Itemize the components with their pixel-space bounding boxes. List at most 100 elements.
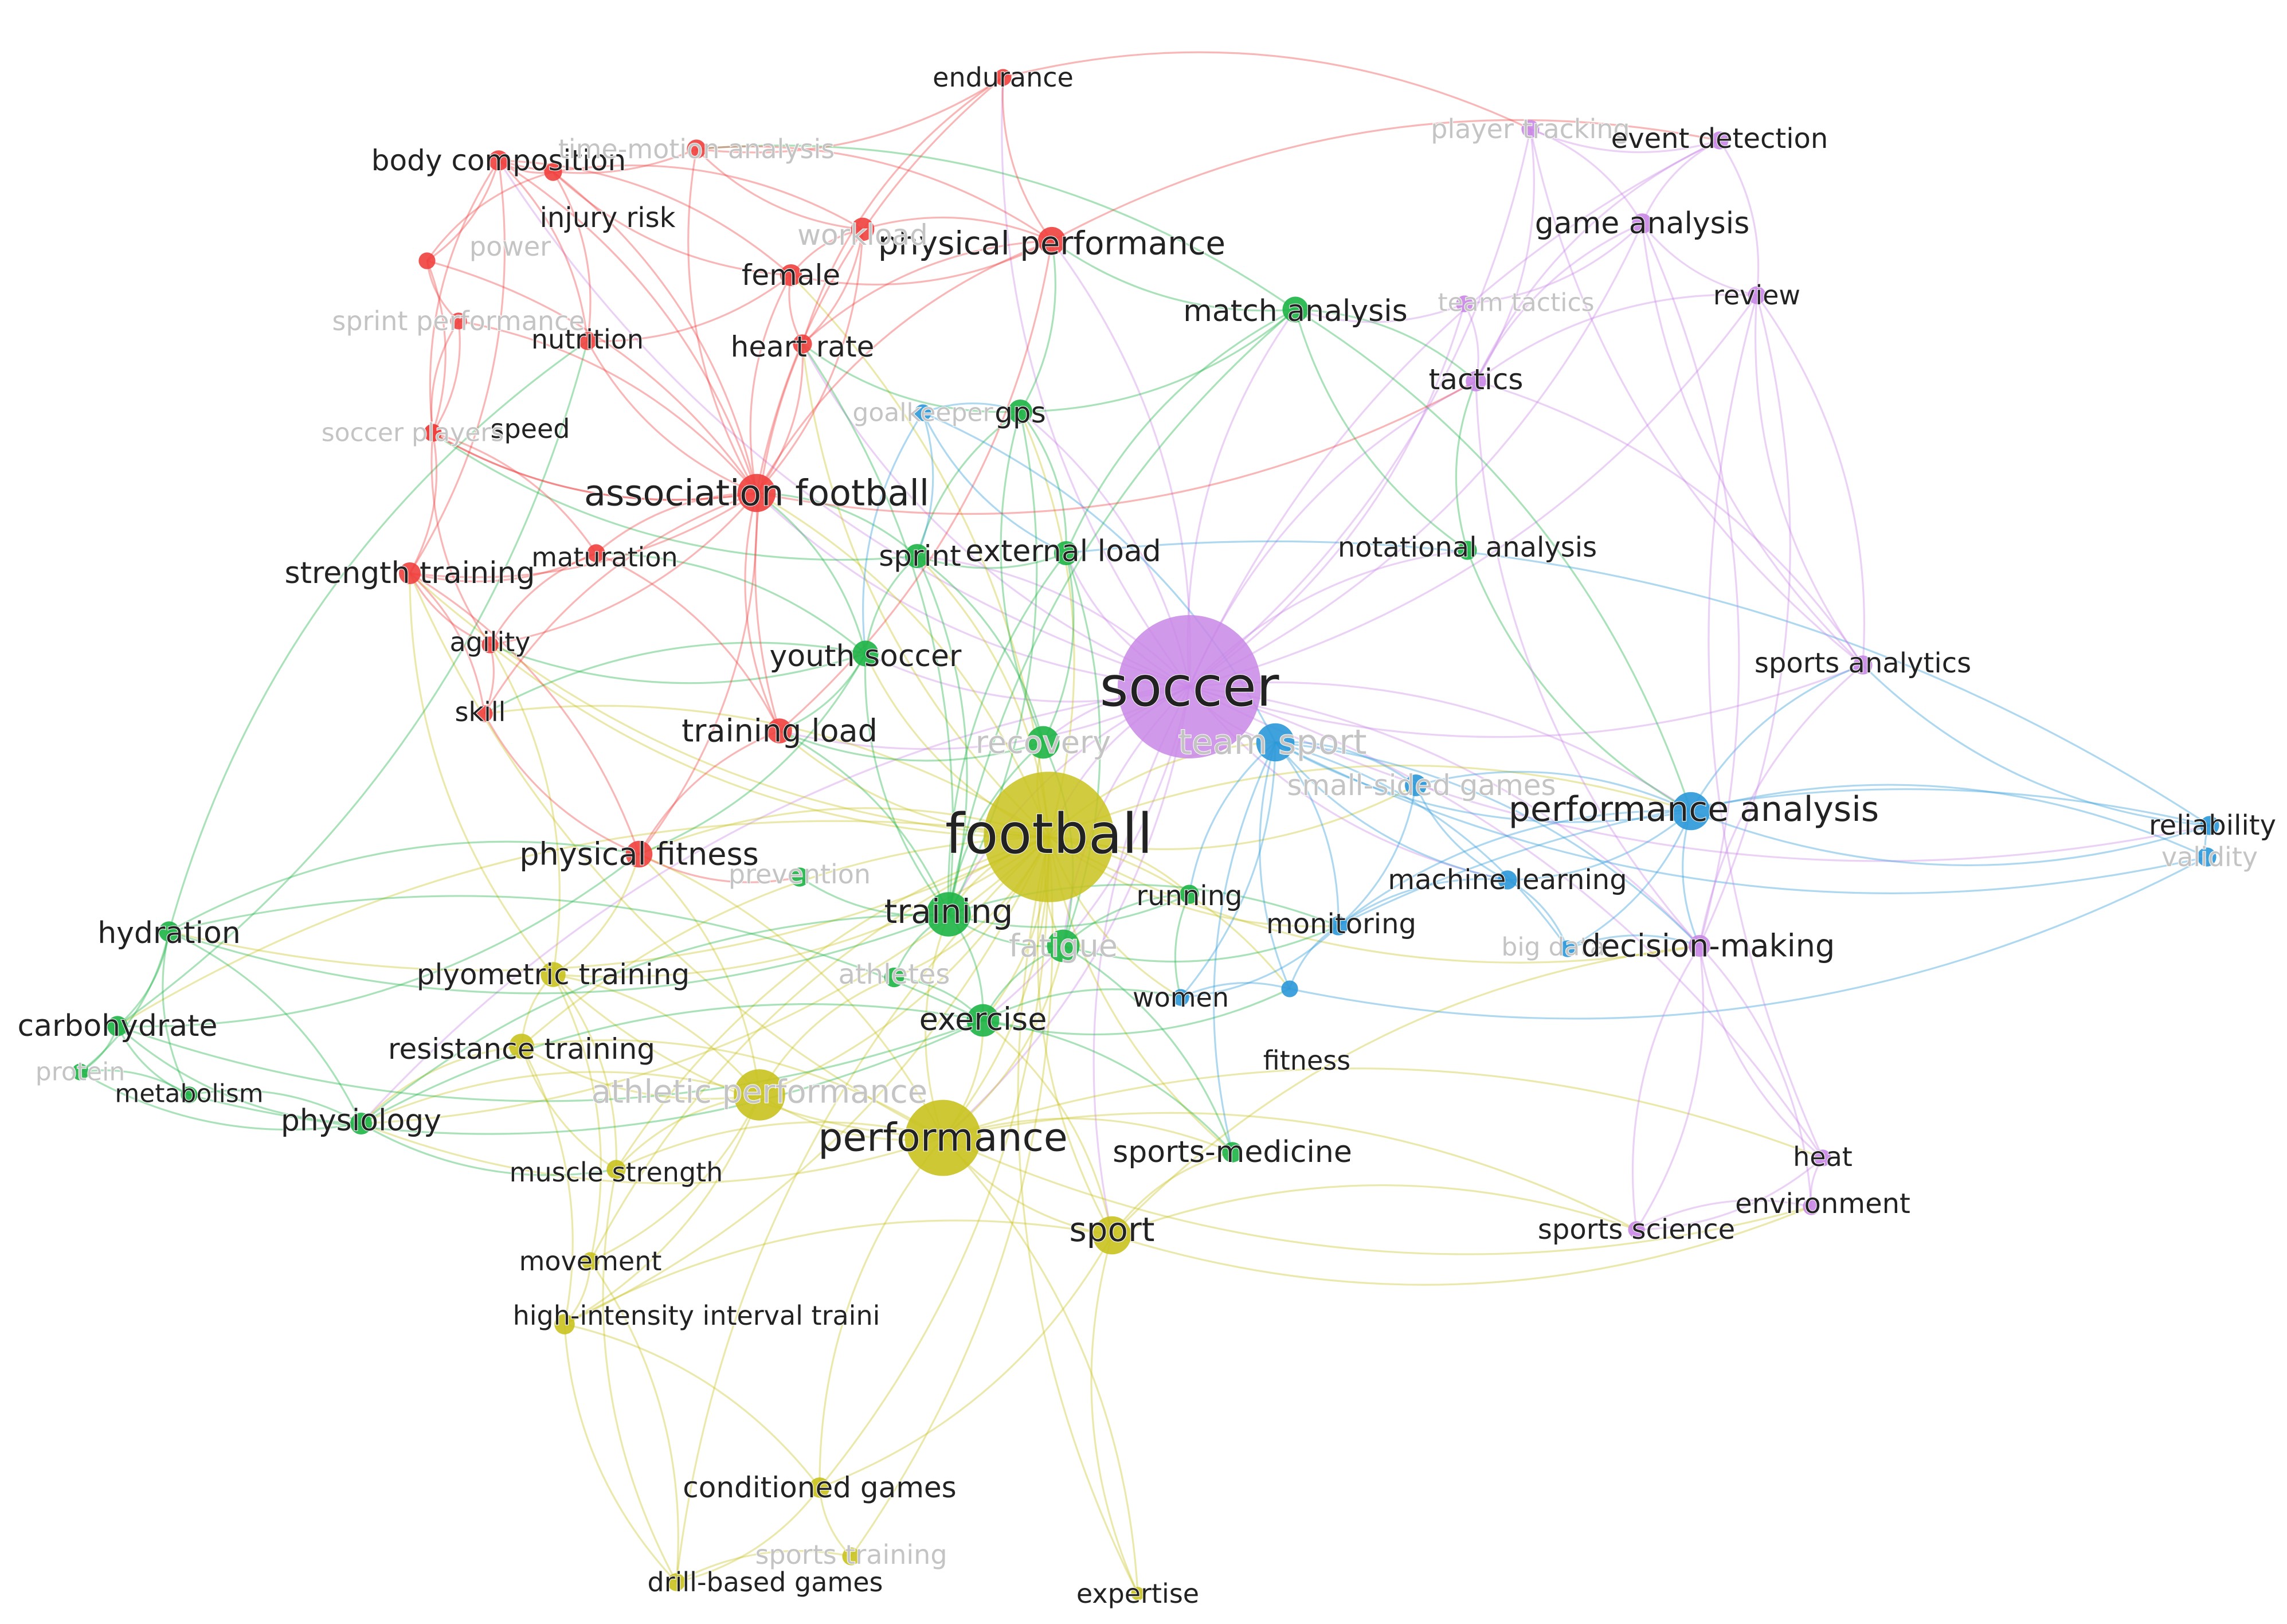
edge-tactics-event_detection: [1475, 139, 1720, 382]
node-heat[interactable]: [1814, 1149, 1831, 1167]
edge-sports_science-decision_making: [1635, 945, 1705, 1230]
node-team-sport[interactable]: [1256, 723, 1295, 762]
node-small-sided-games[interactable]: [1404, 774, 1427, 797]
node-performance[interactable]: [904, 1099, 981, 1176]
node-plyometric-training[interactable]: [541, 962, 566, 987]
node-body-composition[interactable]: [488, 150, 509, 171]
node-power[interactable]: [418, 252, 436, 269]
label-metabolism: metabolism: [115, 1079, 263, 1109]
node-exercise[interactable]: [966, 1004, 1000, 1037]
edge-football-hydration: [169, 836, 1049, 972]
node-sprint[interactable]: [904, 543, 930, 569]
node-sports-science[interactable]: [1628, 1221, 1645, 1238]
edge-performance_analysis-big_data: [1567, 811, 1692, 950]
edge-performance-muscle_strength: [616, 1121, 943, 1171]
node-notational-analysis[interactable]: [1458, 541, 1477, 560]
node-fatigue[interactable]: [1047, 929, 1080, 962]
node-skill[interactable]: [476, 705, 493, 722]
node-environment[interactable]: [1803, 1198, 1820, 1215]
node-time-motion-analysis[interactable]: [687, 139, 706, 159]
node-agility[interactable]: [481, 636, 499, 653]
node-association-football[interactable]: [737, 473, 776, 512]
node-prevention[interactable]: [790, 867, 809, 887]
node-metabolism[interactable]: [181, 1086, 198, 1103]
node-conditioned-games[interactable]: [809, 1477, 830, 1498]
node-athletic-performance[interactable]: [734, 1069, 785, 1121]
label-team-tactics: team tactics: [1438, 288, 1594, 318]
node-female[interactable]: [780, 264, 802, 287]
node-gps[interactable]: [1008, 399, 1033, 424]
node-tactics[interactable]: [1466, 371, 1486, 392]
edge-athletic_performance-resistance_training: [521, 1045, 760, 1100]
node-goalkeeper[interactable]: [914, 404, 931, 421]
node-protein[interactable]: [72, 1063, 89, 1081]
node-movement[interactable]: [581, 1252, 600, 1270]
node-carbohydrate[interactable]: [107, 1016, 128, 1036]
edge-endurance-time_motion_analysis: [696, 76, 1004, 154]
node-physical-performance[interactable]: [1037, 226, 1066, 255]
edge-soccer-performance_analysis: [1189, 681, 1691, 812]
edge-youth_soccer-maturation: [596, 552, 867, 655]
node-validity[interactable]: [2197, 847, 2216, 867]
node-training-load[interactable]: [767, 718, 792, 743]
node-big-data[interactable]: [1559, 940, 1576, 957]
node-player-tracking[interactable]: [1521, 120, 1540, 138]
node-hiit[interactable]: [554, 1314, 575, 1335]
node-physical-fitness[interactable]: [625, 840, 653, 868]
edge-youth_soccer-skill: [484, 641, 866, 715]
node-sports-training[interactable]: [842, 1547, 860, 1566]
node-expertise[interactable]: [1131, 1587, 1145, 1600]
node-injury-risk[interactable]: [544, 163, 562, 181]
edge-training-physiology: [360, 913, 949, 1125]
label-monitoring: monitoring: [1266, 908, 1416, 940]
node-women[interactable]: [1172, 989, 1189, 1006]
node-sports-medicine[interactable]: [1222, 1142, 1243, 1163]
node-review[interactable]: [1748, 286, 1766, 304]
node-maturation[interactable]: [587, 544, 605, 562]
node-soccer-players[interactable]: [424, 424, 441, 441]
node-nutrition[interactable]: [578, 332, 597, 350]
node-performance-analysis[interactable]: [1671, 792, 1710, 831]
node-recovery[interactable]: [1027, 726, 1060, 759]
node-sport[interactable]: [1092, 1216, 1131, 1255]
node-youth-soccer[interactable]: [852, 640, 879, 667]
label-heart-rate: heart rate: [731, 330, 875, 363]
label-nutrition: nutrition: [531, 324, 644, 355]
node-monitoring[interactable]: [1329, 916, 1348, 936]
node-workload[interactable]: [851, 217, 875, 241]
edge-monitoring-women: [1180, 925, 1340, 999]
node-resistance-training[interactable]: [509, 1034, 534, 1059]
node-strength-training[interactable]: [398, 562, 421, 585]
node-heart-rate[interactable]: [793, 334, 812, 354]
node-reliability[interactable]: [2200, 816, 2219, 835]
edge-body_composition-power: [426, 160, 500, 262]
node-game-analysis[interactable]: [1632, 213, 1652, 234]
edge-team_tactics-match_analysis: [1295, 303, 1465, 323]
node-team-tactics[interactable]: [1456, 295, 1473, 312]
node-drill-based-games[interactable]: [667, 1573, 686, 1591]
label-youth-soccer: youth soccer: [770, 639, 962, 674]
node-running[interactable]: [1180, 885, 1199, 904]
node-match-analysis[interactable]: [1282, 296, 1309, 323]
node-endurance[interactable]: [994, 69, 1012, 86]
node-muscle-strength[interactable]: [606, 1160, 626, 1179]
edge-physical_performance-endurance: [1001, 77, 1053, 241]
edge-body_composition-strength_training: [409, 160, 506, 574]
edge-physiology-muscle_strength: [361, 1122, 617, 1176]
node-hydration[interactable]: [159, 921, 179, 942]
node-machine-learning[interactable]: [1498, 870, 1517, 890]
node-sprint-performance[interactable]: [450, 312, 467, 330]
node-sports-analytics[interactable]: [1853, 655, 1873, 675]
node-training[interactable]: [926, 892, 971, 937]
node-decision-making[interactable]: [1688, 934, 1711, 957]
node-athletes[interactable]: [884, 967, 904, 988]
edge-decision_making-heat: [1698, 945, 1824, 1159]
node-football[interactable]: [984, 772, 1114, 902]
node-external-load[interactable]: [1054, 541, 1079, 566]
node-event-detection[interactable]: [1710, 131, 1729, 150]
node-fitness[interactable]: [1281, 980, 1298, 997]
node-soccer[interactable]: [1118, 615, 1261, 758]
node-physiology[interactable]: [350, 1112, 373, 1135]
edge-training-running: [948, 893, 1190, 928]
edge-association_football-body_composition: [498, 159, 758, 494]
